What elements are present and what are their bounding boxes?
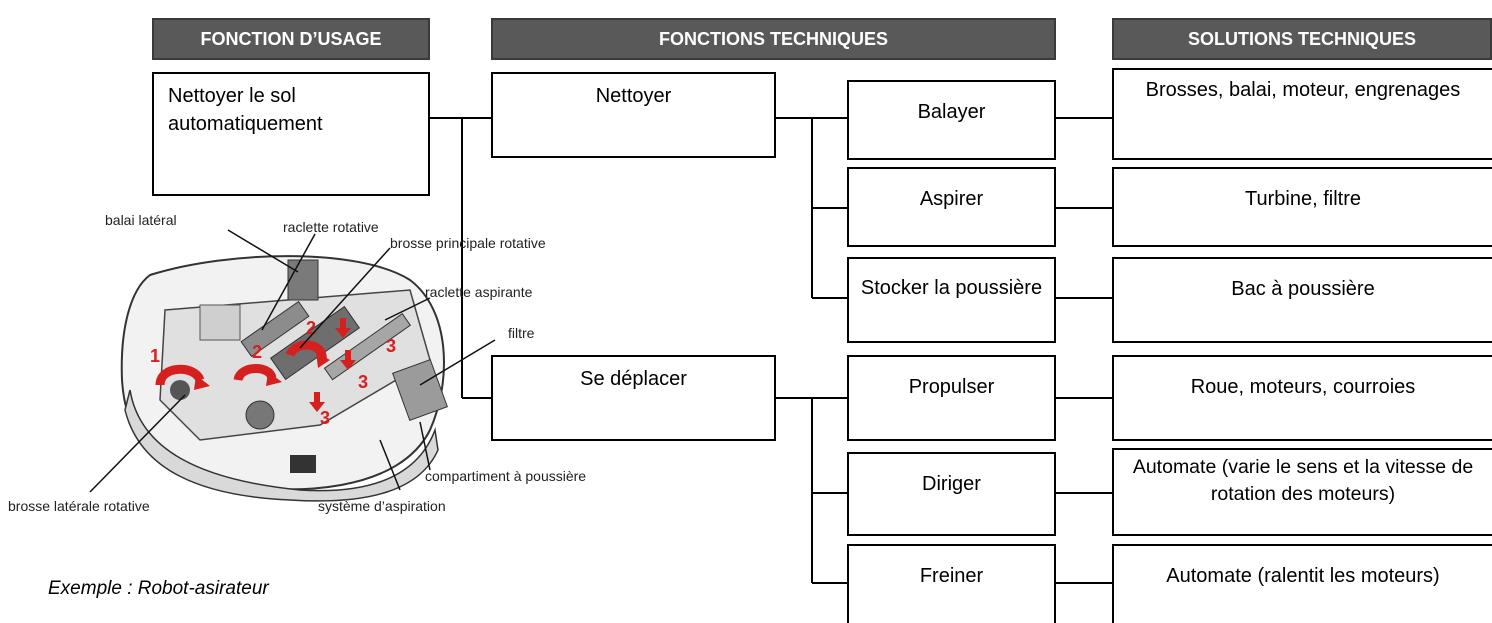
box-propulser: Propulser	[847, 355, 1056, 441]
se-deplacer-label: Se déplacer	[580, 368, 687, 390]
solution-aspirer: Turbine, filtre	[1112, 167, 1492, 247]
solution-balayer: Brosses, balai, moteur, engrenages	[1112, 68, 1492, 160]
caption: Exemple : Robot-asirateur	[48, 578, 269, 599]
robot-body	[120, 255, 448, 502]
label-raclette-aspirante: raclette aspirante	[425, 284, 533, 300]
usage-box-text: Nettoyer le sol automatiquement	[168, 85, 323, 135]
header-solutions-techniques: SOLUTIONS TECHNIQUES	[1112, 18, 1492, 60]
header-usage-label: FONCTION D’USAGE	[200, 28, 382, 49]
header-fonctions-techniques: FONCTIONS TECHNIQUES	[491, 18, 1056, 60]
stocker-label: Stocker la poussière	[860, 277, 1043, 299]
label-raclette-rotative: raclette rotative	[283, 219, 379, 235]
label-filtre: filtre	[508, 325, 535, 341]
solution-diriger-text: Automate (varie le sens et la vitesse de…	[1132, 456, 1474, 506]
solution-diriger: Automate (varie le sens et la vitesse de…	[1112, 448, 1492, 536]
number-2a: 2	[252, 342, 262, 362]
usage-box: Nettoyer le sol automatiquement	[152, 72, 430, 196]
solution-freiner-text: Automate (ralentit les moteurs)	[1166, 565, 1440, 587]
diriger-label: Diriger	[922, 473, 981, 495]
solution-propulser: Roue, moteurs, courroies	[1112, 355, 1492, 441]
header-fonction-usage: FONCTION D’USAGE	[152, 18, 430, 60]
robot-illustration: 1 2 2 3 3 3 balai latéral raclette rotat…	[8, 212, 586, 514]
label-systeme-aspiration: système d’aspiration	[318, 498, 446, 514]
number-3a: 3	[386, 336, 396, 356]
red-numbers: 1 2 2 3 3 3	[150, 318, 396, 428]
solution-balayer-text: Brosses, balai, moteur, engrenages	[1145, 79, 1461, 101]
label-brosse-principale: brosse principale rotative	[390, 235, 546, 251]
number-2b: 2	[306, 318, 316, 338]
balayer-label: Balayer	[917, 101, 986, 123]
header-techniques-label: FONCTIONS TECHNIQUES	[658, 28, 888, 49]
propulser-label: Propulser	[908, 376, 995, 398]
box-balayer: Balayer	[847, 80, 1056, 160]
label-brosse-laterale: brosse latérale rotative	[8, 498, 150, 514]
number-1: 1	[150, 346, 160, 366]
number-3b: 3	[358, 372, 368, 392]
aspirer-label: Aspirer	[919, 188, 984, 210]
header-solutions-label: SOLUTIONS TECHNIQUES	[1187, 28, 1416, 49]
leader-lines	[89, 229, 496, 493]
arrow-1	[155, 364, 205, 386]
nettoyer-label: Nettoyer	[595, 85, 672, 107]
box-se-deplacer: Se déplacer	[491, 355, 776, 441]
box-nettoyer: Nettoyer	[491, 72, 776, 158]
red-arrowheads	[194, 318, 356, 412]
number-3c: 3	[320, 408, 330, 428]
label-balai-lateral: balai latéral	[105, 212, 177, 228]
solution-aspirer-text: Turbine, filtre	[1245, 188, 1361, 210]
solution-freiner: Automate (ralentit les moteurs)	[1112, 544, 1492, 623]
box-aspirer: Aspirer	[847, 167, 1056, 247]
solution-stocker-text: Bac à poussière	[1231, 278, 1375, 300]
solution-stocker: Bac à poussière	[1112, 257, 1492, 343]
box-stocker: Stocker la poussière	[847, 257, 1056, 343]
box-freiner: Freiner	[847, 544, 1056, 623]
box-diriger: Diriger	[847, 452, 1056, 536]
freiner-label: Freiner	[919, 565, 984, 587]
label-compartiment: compartiment à poussière	[425, 468, 586, 484]
solution-propulser-text: Roue, moteurs, courroies	[1190, 376, 1416, 398]
